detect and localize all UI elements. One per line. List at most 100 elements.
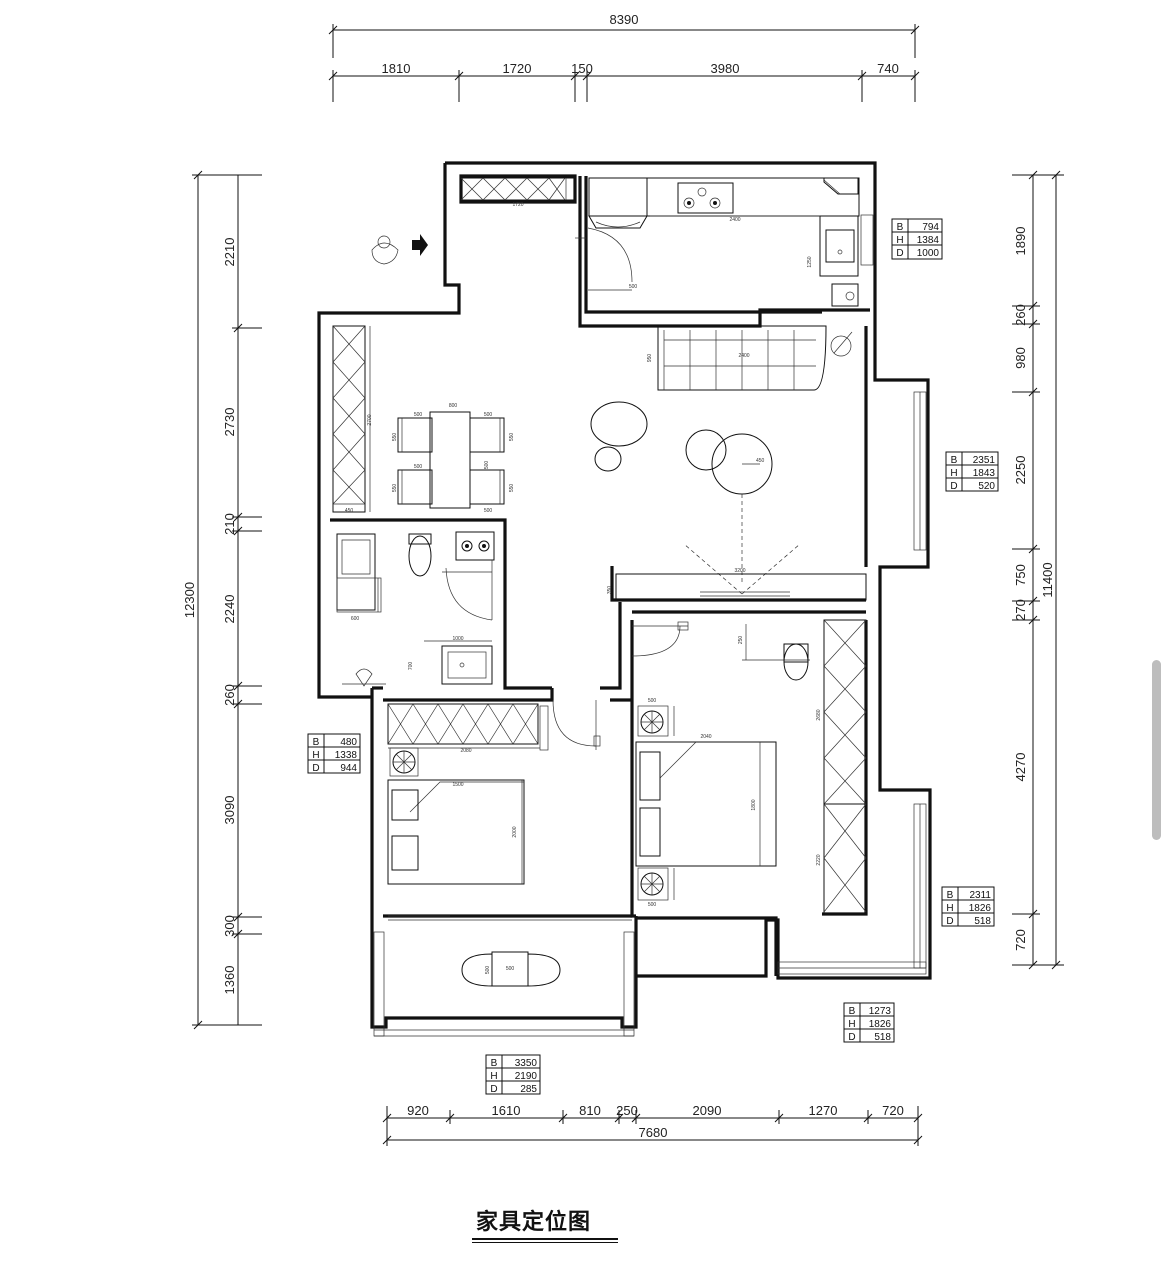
sofa: 2400 950 (647, 325, 853, 391)
bottom-dim-seg-7: 720 (882, 1103, 904, 1118)
wt5-val-2: 518 (874, 1032, 891, 1043)
sofa-width-dim: 2400 (738, 353, 749, 359)
bottom-total-dim: 7680 (639, 1125, 668, 1140)
entry-cabinet: 1720 (460, 177, 576, 208)
top-total-dim: 8390 (610, 12, 639, 27)
window-spec-table-4: B 2311 H 1826 D 518 (941, 886, 995, 927)
bottom-dim-seg-4: 250 (616, 1103, 638, 1118)
chair-dim-f: 550 (509, 433, 515, 442)
wt6-val-0: 3350 (515, 1058, 538, 1069)
entry-cabinet-dim: 1720 (512, 202, 523, 208)
wt1-key-0: B (897, 222, 904, 233)
wt6-key-2: D (490, 1084, 497, 1095)
wt2-key-2: D (950, 481, 957, 492)
window-spec-table-1: B 794 H 1384 D 1000 (891, 218, 943, 260)
right-dim-seg-6: 270 (1013, 599, 1028, 621)
wt2-val-1: 1843 (973, 468, 996, 479)
top-dim-seg-4: 3980 (711, 61, 740, 76)
title-underline (472, 1238, 618, 1240)
bed2-side-dim-b: 500 (648, 902, 657, 908)
wt3-key-0: B (313, 737, 320, 748)
top-dim-seg-3: 150 (571, 61, 593, 76)
wt5-key-2: D (848, 1032, 855, 1043)
wt6-key-1: H (490, 1071, 497, 1082)
bed2-wardrobe-dim: 2680 (816, 709, 822, 720)
living-wardrobe: 2700 450 (332, 325, 373, 514)
kitchen-side-dim: 1250 (807, 256, 813, 267)
left-dim-seg-3: 210 (222, 513, 237, 535)
wt4-key-2: D (946, 916, 953, 927)
drawing-title: 家具定位图 (476, 1210, 592, 1235)
tv-depth-dim: 350 (607, 586, 613, 595)
chair-dim-e: 550 (392, 433, 398, 442)
dining-table-dim: 800 (449, 403, 458, 409)
chair-dim-c: 500 (414, 464, 423, 470)
wt2-val-0: 2351 (973, 455, 996, 466)
chair-dim-b: 500 (484, 412, 493, 418)
balcony-table-dim: 500 (506, 966, 515, 972)
tv-cabinet: 3200 350 (607, 568, 867, 601)
bath-700-dim: 700 (408, 662, 414, 671)
right-total-dim: 11400 (1040, 562, 1055, 597)
cabinet-450-dim: 450 (345, 508, 354, 514)
balcony-table-dim-b: 500 (485, 966, 491, 975)
right-dim-seg-4: 2250 (1013, 456, 1028, 485)
tv-width-dim: 3200 (734, 568, 745, 574)
wt1-val-1: 1384 (917, 235, 940, 246)
chair-dim-h: 550 (509, 484, 515, 493)
top-dim-seg-1: 1810 (382, 61, 411, 76)
left-dim-seg-4: 2240 (222, 595, 237, 624)
bath-600-dim: 600 (351, 616, 360, 622)
wt5-val-1: 1826 (869, 1019, 892, 1030)
bed1-bed-dim: 1500 (452, 782, 463, 788)
bed2-side-dim-a: 500 (648, 698, 657, 704)
wt3-key-2: D (312, 763, 319, 774)
bottom-dimension-chain: 920 1610 810 250 2090 1270 720 7680 (382, 1103, 923, 1146)
desk-dim: 250 (738, 636, 744, 645)
wardrobe-living-dim: 2700 (367, 414, 373, 425)
left-dim-seg-1: 2210 (222, 238, 237, 267)
bedroom-2: 2680 2220 250 500 500 2040 1800 (635, 619, 867, 915)
right-dim-seg-1: 1890 (1013, 227, 1028, 256)
bed2-bed-len-dim: 1800 (751, 799, 757, 810)
sofa-depth-dim: 950 (647, 354, 653, 363)
bathroom: 600 1000 700 (336, 531, 495, 687)
bedroom-1: 2080 1500 2000 (387, 621, 689, 885)
left-dim-seg-7: 300 (222, 915, 237, 937)
bottom-dim-seg-1: 920 (407, 1103, 429, 1118)
wt5-key-1: H (848, 1019, 855, 1030)
bed1-bed-len-dim: 2000 (512, 826, 518, 837)
chair-dim-g: 550 (392, 484, 398, 493)
vertical-scrollbar[interactable] (1152, 660, 1161, 840)
top-dimension-chain: 8390 1810 1720 150 3980 740 (328, 12, 920, 102)
right-dimension-chain: 1890 260 980 2250 750 270 4270 720 11400 (1012, 170, 1064, 970)
title-underline-thin (472, 1242, 618, 1243)
window-spec-table-6: B 3350 H 2190 D 285 (485, 1054, 541, 1095)
wt2-key-0: B (951, 455, 958, 466)
chair-dim-d: 500 (484, 508, 493, 514)
top-dim-seg-5: 740 (877, 61, 899, 76)
bottom-dim-seg-5: 2090 (693, 1103, 722, 1118)
right-dim-seg-2: 260 (1013, 304, 1028, 326)
wt5-key-0: B (849, 1006, 856, 1017)
wt6-val-2: 285 (520, 1084, 537, 1095)
windows (373, 214, 927, 1037)
balcony-table: 500 500 (461, 951, 561, 987)
wt3-val-2: 944 (340, 763, 357, 774)
wt2-val-2: 520 (978, 481, 995, 492)
wt5-val-0: 1273 (869, 1006, 892, 1017)
left-dim-seg-8: 1360 (222, 966, 237, 995)
coffee-tables: 450 (590, 401, 801, 595)
left-dim-seg-2: 2730 (222, 408, 237, 437)
right-dim-seg-5: 750 (1013, 564, 1028, 586)
right-dim-seg-3: 980 (1013, 347, 1028, 369)
wt1-key-2: D (896, 248, 903, 259)
window-spec-table-5: B 1273 H 1826 D 518 (843, 1002, 895, 1043)
wt3-key-1: H (312, 750, 319, 761)
bed2-wardrobe-b-dim: 2220 (816, 854, 822, 865)
left-dim-seg-6: 3090 (222, 796, 237, 825)
table-side-dim: 500 (484, 461, 490, 470)
top-dim-seg-2: 1720 (503, 61, 532, 76)
wt4-val-1: 1826 (969, 903, 992, 914)
